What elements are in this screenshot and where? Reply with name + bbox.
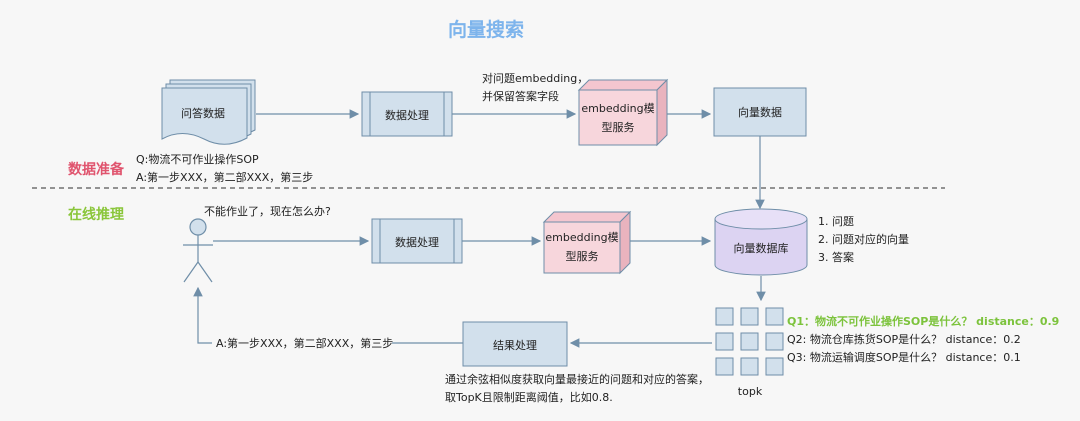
result-process-note-2: 取TopK且限制距离阈值，比如0.8. (445, 390, 613, 404)
online-embedding-label-1: embedding模 (545, 231, 618, 244)
online-embedding-label-2: 型服务 (566, 249, 599, 263)
topk-grid (715, 307, 784, 376)
vector-database-label: 向量数据库 (734, 241, 789, 255)
vector-data-label: 向量数据 (738, 105, 782, 119)
result-item-2: Q2: 物流仓库拣货SOP是什么？ distance：0.2 (787, 332, 1021, 346)
online-embedding-service-box (542, 210, 632, 275)
vector-database-cylinder (714, 208, 808, 276)
prep-embedding-service-box (577, 78, 669, 147)
db-field-1: 1. 问题 (818, 215, 854, 228)
result-process-note-1: 通过余弦相似度获取向量最接近的问题和对应的答案， (445, 372, 709, 386)
db-field-3: 3. 答案 (818, 250, 854, 264)
answer-text: A:第一步XXX，第二部XXX，第三步 (216, 336, 393, 350)
section-label-online: 在线推理 (68, 206, 124, 223)
online-process-label: 数据处理 (395, 235, 439, 249)
qa-data-label: 问答数据 (181, 106, 225, 120)
result-item-3: Q3: 物流运输调度SOP是什么？ distance：0.1 (787, 350, 1021, 364)
diagram-title: 向量搜索 (448, 18, 524, 41)
online-process-box (371, 218, 463, 264)
arrow-result-to-user (193, 286, 463, 344)
topk-label: topk (738, 385, 763, 398)
result-process-label: 结果处理 (493, 339, 537, 352)
user-question: 不能作业了，现在怎么办? (204, 204, 331, 218)
qa-sample-question: Q:物流不可作业操作SOP (136, 152, 259, 166)
qa-data-document (161, 79, 256, 145)
prep-embedding-note-1: 对问题embedding， (482, 71, 588, 85)
vector-data-box (713, 87, 807, 137)
qa-sample-answer: A:第一步XXX，第二部XXX，第三步 (136, 170, 313, 184)
prep-process-label: 数据处理 (385, 108, 429, 122)
answer-label-bg (212, 335, 392, 351)
result-item-1: Q1：物流不可作业操作SOP是什么？ distance：0.9 (787, 314, 1059, 328)
prep-process-box (361, 91, 453, 137)
result-process-box (462, 321, 568, 367)
user-stick-figure (183, 218, 213, 283)
prep-embedding-note-2: 并保留答案字段 (482, 89, 559, 103)
prep-embedding-label-1: embedding模 (581, 102, 654, 115)
section-label-prep: 数据准备 (68, 161, 125, 178)
prep-embedding-label-2: 型服务 (602, 120, 635, 134)
db-field-2: 2. 问题对应的向量 (818, 232, 909, 246)
